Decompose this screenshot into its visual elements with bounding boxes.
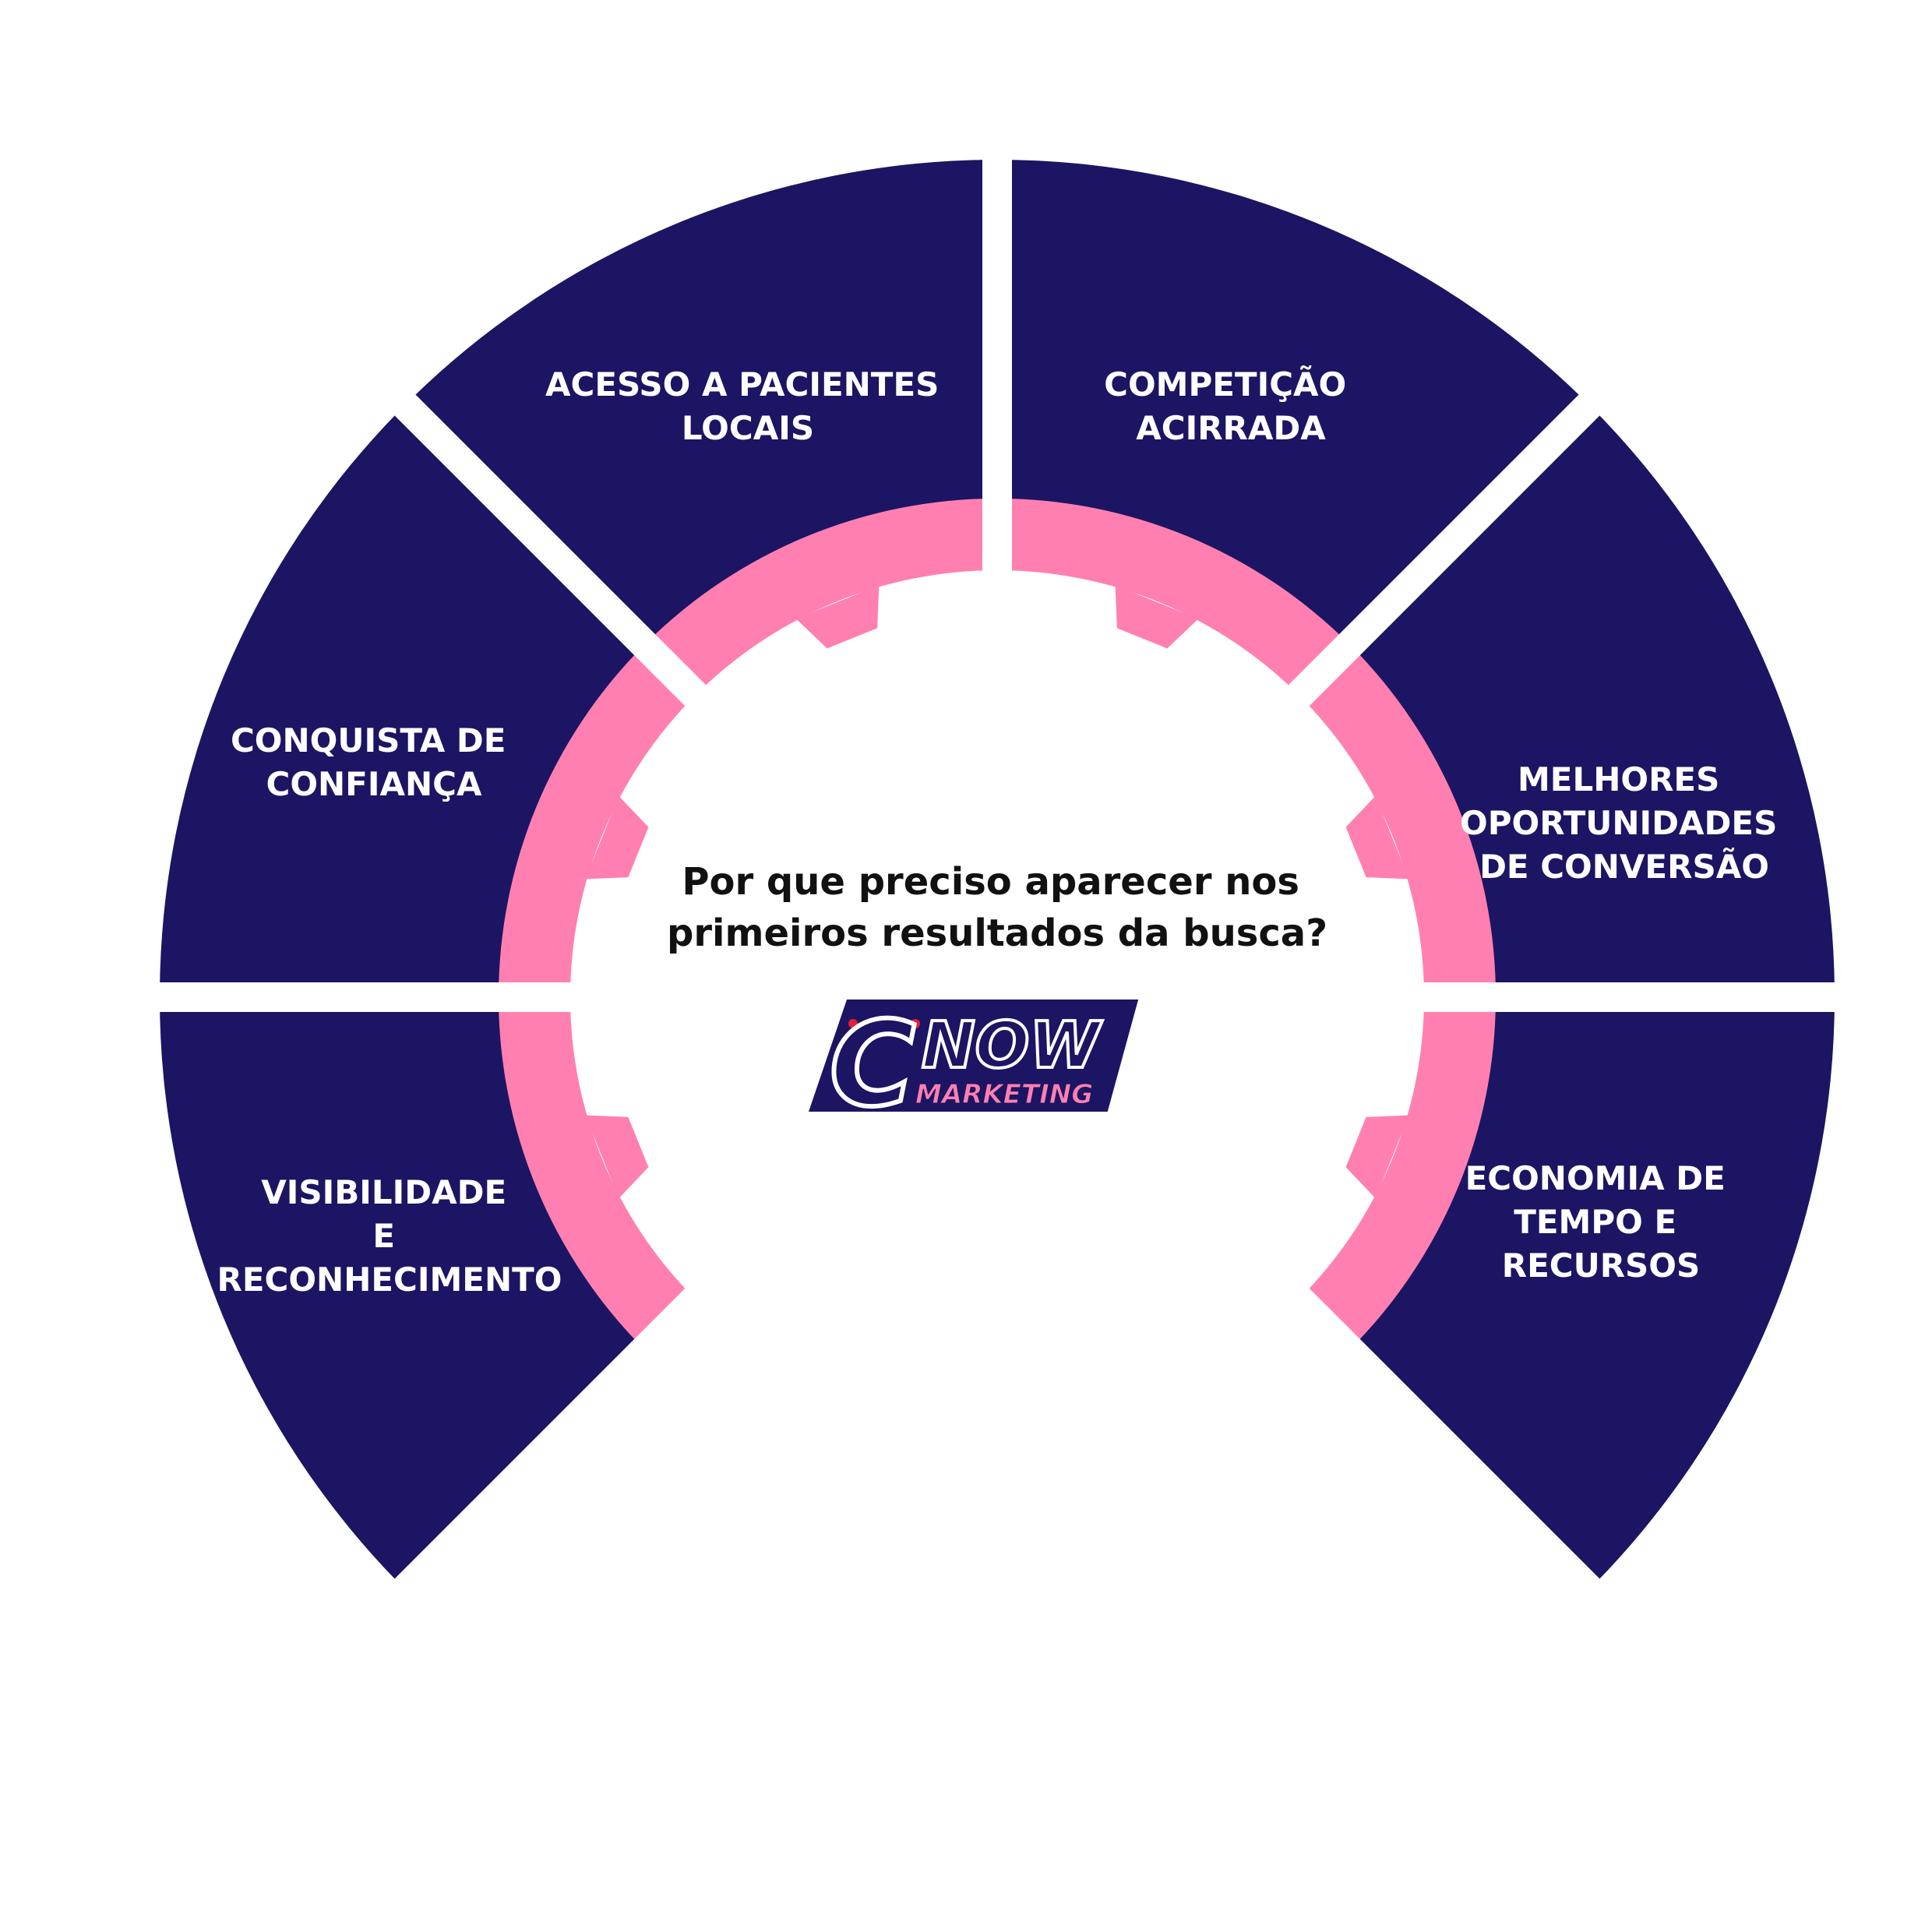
gear-tooth-5: [1345, 1115, 1409, 1199]
separator-gap-0: [372, 1255, 739, 1622]
separator-gap-6: [1255, 1255, 1622, 1622]
gear-tooth-1: [585, 795, 649, 880]
gear-tooth-0: [585, 1115, 649, 1199]
logo-sub-marketing: MARKETING: [915, 1079, 1093, 1110]
center-question: Por que preciso aparecer nos primeiros r…: [667, 860, 1327, 955]
segment-label-visibilidade: VISIBILIDADE E RECONHECIMENTO: [217, 1173, 562, 1299]
segment-label-economia: ECONOMIA DE TEMPO E RECURSOS: [1465, 1159, 1737, 1285]
logo-letter-c: C: [830, 997, 915, 1133]
cnow-marketing-logo: C NOW MARKETING: [802, 995, 1144, 1135]
logo-word-now: NOW: [922, 1009, 1102, 1083]
segment-label-acesso: ACESSO A PACIENTES LOCAIS: [545, 365, 950, 447]
gear-ring-band: [499, 498, 1497, 1350]
logo-stars: [848, 1019, 920, 1028]
logo-badge-shape: [802, 995, 1144, 1116]
separator-gap-2: [372, 372, 739, 739]
gear-tooth-3: [1115, 585, 1199, 649]
pink-gear-ring: [499, 498, 1497, 1350]
segment-gaps: [129, 129, 1866, 1622]
segment-label-melhores: MELHORES OPORTUNIDADES DE CONVERSÃO: [1460, 760, 1789, 886]
gear-tooth-4: [1345, 795, 1409, 880]
segment-label-competicao: COMPETIÇÃO ACIRRADA: [1104, 365, 1358, 447]
separator-gap-4: [1255, 372, 1622, 739]
segment-label-conquista: CONQUISTA DE CONFIANÇA: [231, 721, 517, 803]
gear-tooth-2: [795, 585, 880, 649]
